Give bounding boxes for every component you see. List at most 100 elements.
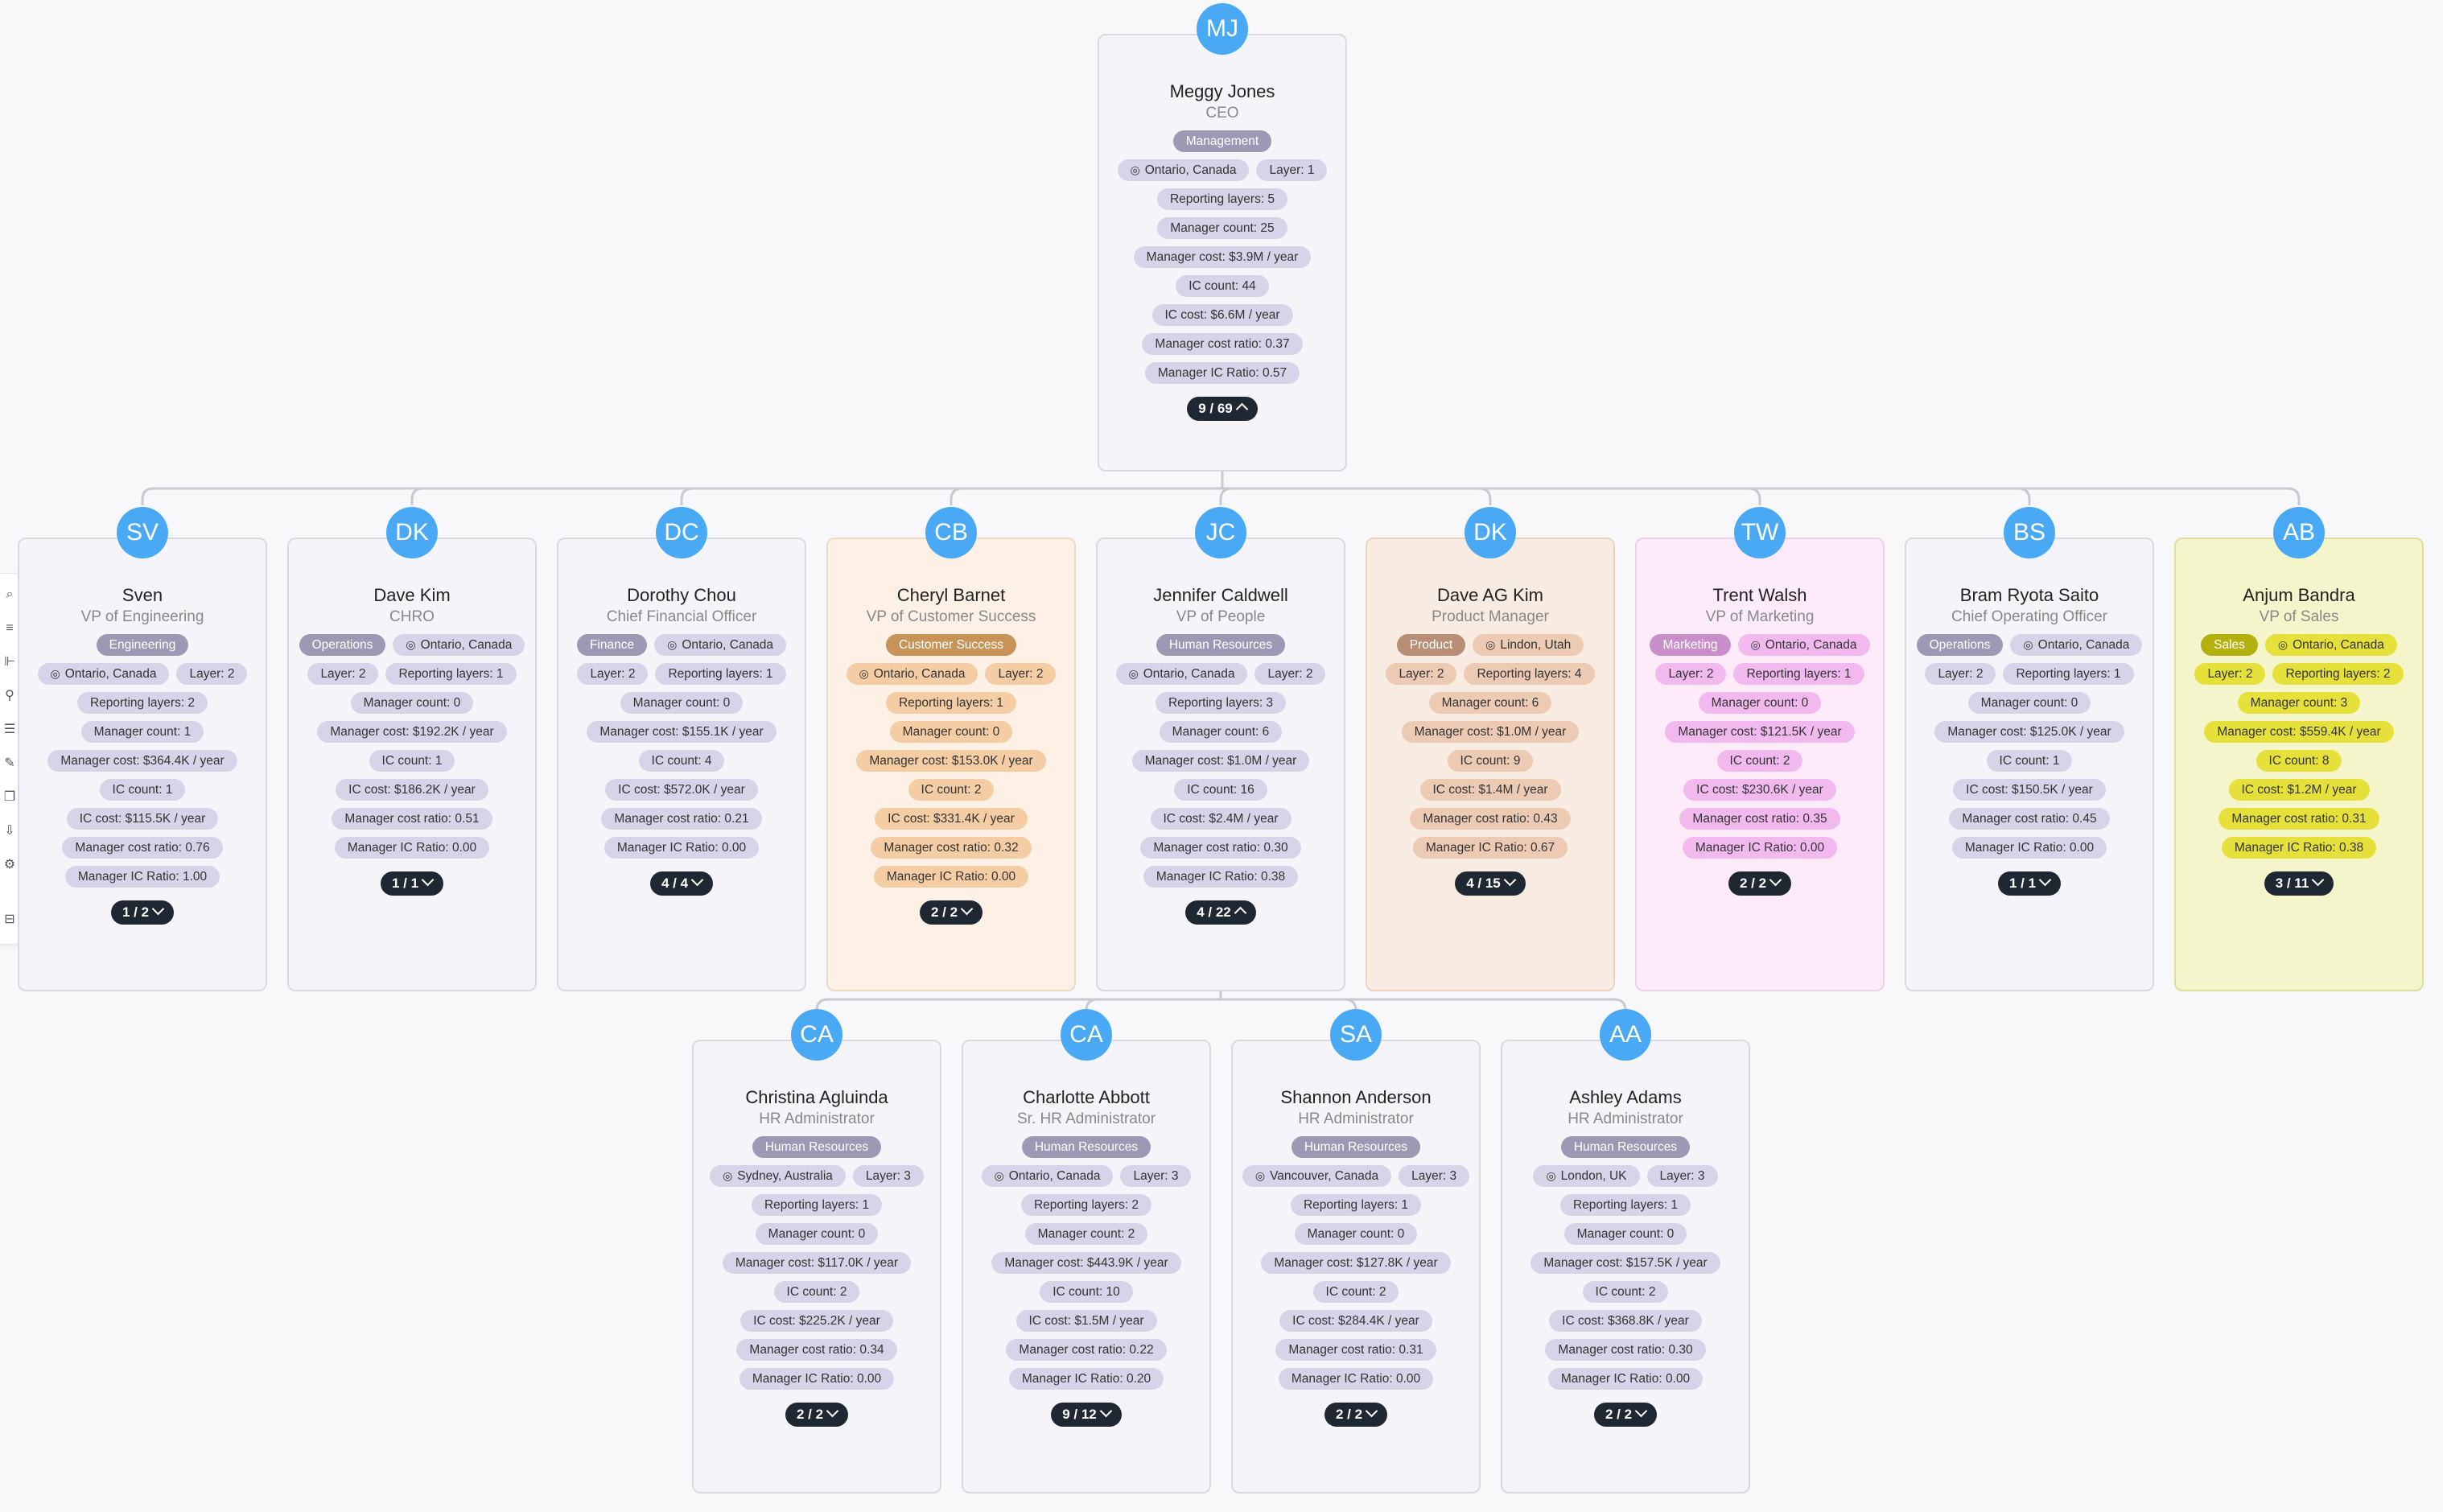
expand-toggle[interactable]: 2 / 2 — [1324, 1403, 1388, 1427]
stat-chip: Manager count: 0 — [350, 692, 474, 714]
expand-toggle[interactable]: 2 / 2 — [1593, 1403, 1658, 1427]
search-icon[interactable]: ⌕ — [6, 587, 14, 601]
stat-chip: Manager cost: $1.0M / year — [1131, 750, 1310, 772]
stat-chip: Reporting layers: 4 — [1464, 663, 1595, 685]
chevron-down-icon — [1503, 873, 1517, 887]
align-icon[interactable]: ≡ — [6, 621, 14, 635]
stat-chip: Reporting layers: 1 — [1733, 663, 1864, 685]
list-icon[interactable]: ☰ — [3, 723, 16, 736]
expand-toggle[interactable]: 9 / 12 — [1051, 1403, 1122, 1427]
avatar: AA — [1600, 1009, 1651, 1061]
stat-chip: Manager IC Ratio: 0.38 — [2221, 837, 2377, 859]
stat-chip: Manager cost ratio: 0.37 — [1142, 333, 1303, 355]
person-name: Cheryl Barnet — [896, 585, 1006, 605]
stat-chip: Reporting layers: 5 — [1156, 188, 1288, 210]
department-tag: Product — [1396, 634, 1466, 656]
expand-toggle[interactable]: 1 / 1 — [380, 871, 444, 896]
person-title: Sr. HR Administrator — [1016, 1110, 1156, 1127]
avatar: BS — [2004, 507, 2055, 558]
stat-chip: Reporting layers: 2 — [2272, 663, 2404, 685]
stat-chip: Manager cost: $192.2K / year — [317, 721, 507, 743]
stat-chip: Manager IC Ratio: 0.00 — [739, 1368, 895, 1390]
connector-line — [1222, 487, 2031, 505]
stat-chip: IC count: 2 — [1582, 1281, 1669, 1303]
stat-chip: IC cost: $1.4M / year — [1419, 779, 1561, 801]
settings-icon[interactable]: ⚙ — [3, 858, 16, 871]
stat-chip: IC cost: $1.5M / year — [1016, 1310, 1157, 1332]
expand-toggle[interactable]: 3 / 11 — [2264, 871, 2334, 896]
expand-toggle[interactable]: 1 / 2 — [110, 900, 175, 925]
stat-chip: Layer: 3 — [1120, 1165, 1192, 1187]
stat-chip: Manager cost: $1.0M / year — [1401, 721, 1580, 743]
expand-toggle[interactable]: 4 / 4 — [649, 871, 714, 896]
stat-chip: IC count: 2 — [1312, 1281, 1399, 1303]
stat-chip: Manager count: 2 — [1024, 1223, 1148, 1245]
expand-toggle[interactable]: 2 / 2 — [785, 1403, 849, 1427]
stat-chip: Manager IC Ratio: 1.00 — [64, 866, 220, 888]
department-tag: Marketing — [1650, 634, 1731, 656]
stat-chip: Manager cost ratio: 0.30 — [1545, 1339, 1706, 1361]
location-tag: London, UK — [1533, 1165, 1640, 1187]
stat-chip: IC count: 8 — [2256, 750, 2342, 772]
department-tag: Operations — [299, 634, 386, 656]
connector-line — [815, 998, 1221, 1011]
report-count: 2 / 2 — [1739, 875, 1767, 891]
link-icon[interactable]: ⚲ — [5, 689, 14, 702]
avatar: CA — [1061, 1009, 1112, 1061]
chevron-up-icon — [1235, 402, 1249, 416]
report-count: 2 / 2 — [796, 1407, 824, 1422]
stat-chip: Manager cost ratio: 0.76 — [62, 837, 223, 859]
expand-toggle[interactable]: 4 / 15 — [1455, 871, 1526, 896]
report-count: 2 / 2 — [930, 904, 958, 920]
expand-toggle[interactable]: 2 / 2 — [1728, 871, 1792, 896]
location-tag: Ontario, Canada — [1117, 159, 1250, 181]
stat-chip: Manager cost ratio: 0.31 — [1275, 1339, 1436, 1361]
connector-line — [1221, 998, 1627, 1011]
report-count: 4 / 15 — [1466, 875, 1501, 891]
collapse-icon[interactable]: ⊟ — [4, 913, 15, 926]
book-icon[interactable]: ❐ — [3, 790, 16, 804]
stat-chip: IC cost: $225.2K / year — [740, 1310, 893, 1332]
palette-icon[interactable]: ✎ — [4, 756, 15, 770]
avatar: MJ — [1197, 3, 1248, 55]
report-count: 1 / 1 — [2008, 875, 2037, 891]
stat-chip: Manager count: 0 — [755, 1223, 879, 1245]
stat-chip: Manager cost: $443.9K / year — [991, 1252, 1181, 1274]
expand-toggle[interactable]: 2 / 2 — [919, 900, 983, 925]
person-name: Christina Agluinda — [745, 1087, 888, 1107]
person-title: VP of Customer Success — [866, 608, 1036, 625]
expand-toggle[interactable]: 9 / 69 — [1187, 397, 1258, 421]
tree-icon[interactable]: ⊩ — [4, 655, 15, 669]
department-tag: Engineering — [96, 634, 189, 656]
avatar: SV — [117, 507, 168, 558]
stat-chip: Reporting layers: 1 — [1290, 1194, 1422, 1216]
stat-chip: Manager cost: $155.1K / year — [587, 721, 777, 743]
export-icon[interactable]: ⇩ — [4, 824, 15, 838]
location-tag: Sydney, Australia — [710, 1165, 846, 1187]
stat-chip: Layer: 2 — [1386, 663, 1457, 685]
stat-chip: Manager count: 0 — [889, 721, 1013, 743]
stat-chip: Layer: 1 — [1256, 159, 1328, 181]
expand-toggle[interactable]: 1 / 1 — [1997, 871, 2062, 896]
stat-chip: Layer: 2 — [1925, 663, 1996, 685]
stat-chip: Manager count: 0 — [1294, 1223, 1418, 1245]
person-title: HR Administrator — [1568, 1110, 1683, 1127]
expand-toggle[interactable]: 4 / 22 — [1185, 900, 1256, 925]
